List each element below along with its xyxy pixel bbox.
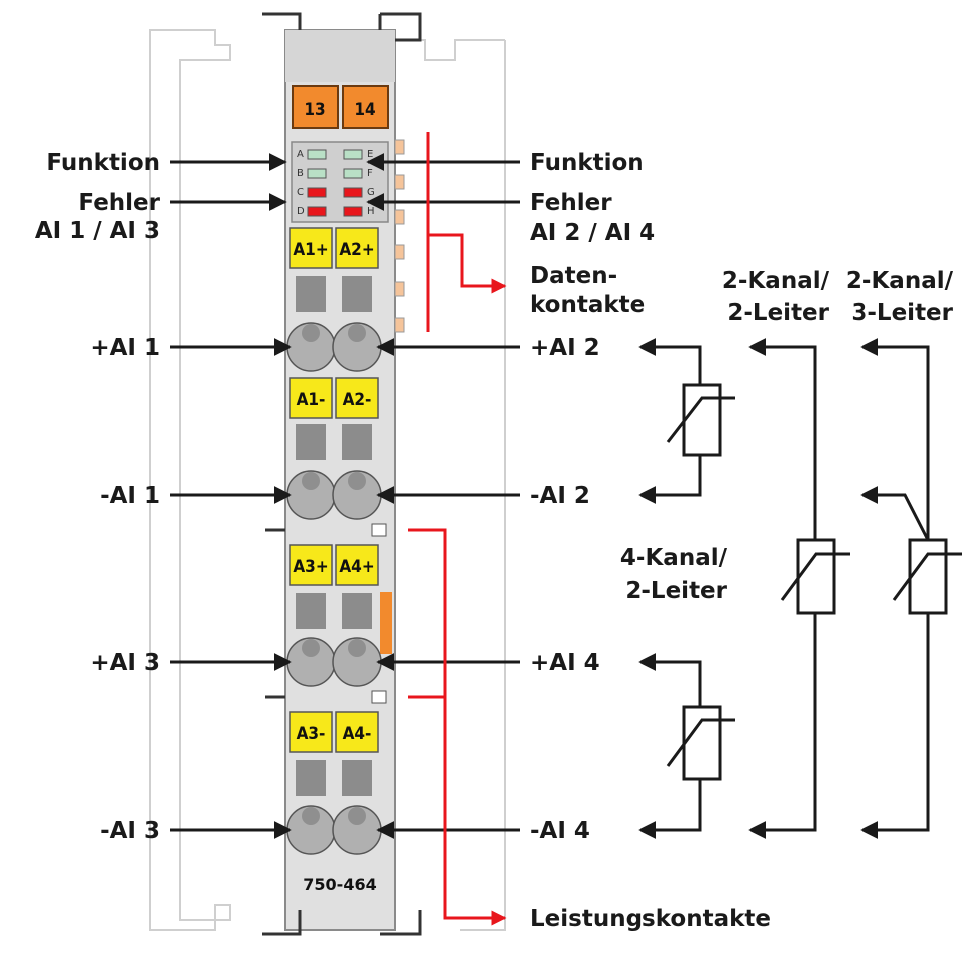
terminal-a3-minus-text: A3- [297, 724, 326, 744]
model-number: 750-464 [303, 875, 376, 894]
label-funktion-left: Funktion [46, 150, 160, 176]
label-2kanal-2leiter-1: 2-Kanal/ [722, 268, 830, 294]
led-e [343, 149, 363, 160]
led-h [343, 206, 363, 217]
terminal-a1-plus-text: A1+ [293, 240, 328, 260]
io-module: 13 14 A B C D E F G H [262, 12, 422, 936]
label-ai3-neg: -AI 3 [100, 818, 160, 844]
terminal-label-a4-plus [335, 544, 379, 586]
label-fehler-right-channels: AI 2 / AI 4 [530, 220, 655, 246]
label-daten-1: Daten- [530, 263, 617, 289]
label-2kanal-2leiter-2: 2-Leiter [727, 300, 829, 326]
terminal-a4-plus-text: A4+ [339, 557, 374, 577]
led-f [343, 168, 363, 179]
label-2kanal-3leiter-1: 2-Kanal/ [846, 268, 954, 294]
svg-text:A: A [297, 149, 304, 160]
svg-text:F: F [367, 168, 373, 179]
connector-13 [292, 85, 339, 129]
circuit-2kanal-2leiter [748, 338, 850, 839]
svg-text:B: B [297, 168, 304, 179]
connector-14-label: 14 [354, 100, 375, 120]
circuit-4kanal [638, 338, 735, 839]
terminal-a2-plus-text: A2+ [339, 240, 374, 260]
led-d [307, 206, 327, 217]
label-ai4-pos: +AI 4 [530, 650, 600, 676]
label-leistungskontakte: Leistungskontakte [530, 906, 771, 932]
terminal-label-a2-minus [335, 377, 379, 419]
clamp-row-3 [286, 637, 382, 687]
terminal-label-a3-plus [289, 544, 333, 586]
label-fehler-left-channels: AI 1 / AI 3 [35, 218, 160, 244]
label-daten-2: kontakte [530, 292, 645, 318]
terminal-label-a1-minus [289, 377, 333, 419]
label-4kanal-2leiter-1: 4-Kanal/ [620, 545, 728, 571]
label-ai1-pos: +AI 1 [90, 335, 160, 361]
terminal-a2-minus-text: A2- [343, 390, 372, 410]
label-fehler-left: Fehler [78, 190, 160, 216]
left-arrows [170, 153, 292, 839]
svg-text:H: H [367, 206, 375, 217]
terminal-a4-minus-text: A4- [343, 724, 372, 744]
label-ai4-neg: -AI 4 [530, 818, 590, 844]
data-contacts [394, 139, 405, 333]
terminal-label-a2-plus [335, 227, 379, 269]
svg-text:D: D [297, 206, 305, 217]
din-rail-outline [149, 29, 506, 931]
power-contact-orange [380, 592, 392, 654]
terminal-a3-plus-text: A3+ [293, 557, 328, 577]
label-ai2-pos: +AI 2 [530, 335, 600, 361]
label-2kanal-3leiter-2: 3-Leiter [851, 300, 953, 326]
terminal-label-a4-minus [335, 711, 379, 753]
svg-text:C: C [297, 187, 304, 198]
led-labels-left: A B C D [297, 149, 305, 217]
label-4kanal-2leiter-2: 2-Leiter [625, 578, 727, 604]
label-fehler-right: Fehler [530, 190, 612, 216]
led-c [307, 187, 327, 198]
clamp-row-2 [286, 470, 382, 520]
connector-14 [342, 85, 389, 129]
terminal-label-a1-plus [289, 227, 333, 269]
right-arrows [366, 153, 520, 839]
terminal-label-a3-minus [289, 711, 333, 753]
led-a [307, 149, 327, 160]
clamp-row-4 [286, 805, 382, 855]
label-ai1-neg: -AI 1 [100, 483, 160, 509]
label-ai3-pos: +AI 3 [90, 650, 160, 676]
label-funktion-right: Funktion [530, 150, 644, 176]
terminal-a1-minus-text: A1- [297, 390, 326, 410]
label-ai2-neg: -AI 2 [530, 483, 590, 509]
red-leaders [408, 132, 507, 926]
connector-13-label: 13 [304, 100, 325, 120]
svg-text:E: E [367, 149, 373, 160]
led-b [307, 168, 327, 179]
led-g [343, 187, 363, 198]
svg-text:G: G [367, 187, 375, 198]
circuit-2kanal-3leiter [860, 338, 962, 839]
